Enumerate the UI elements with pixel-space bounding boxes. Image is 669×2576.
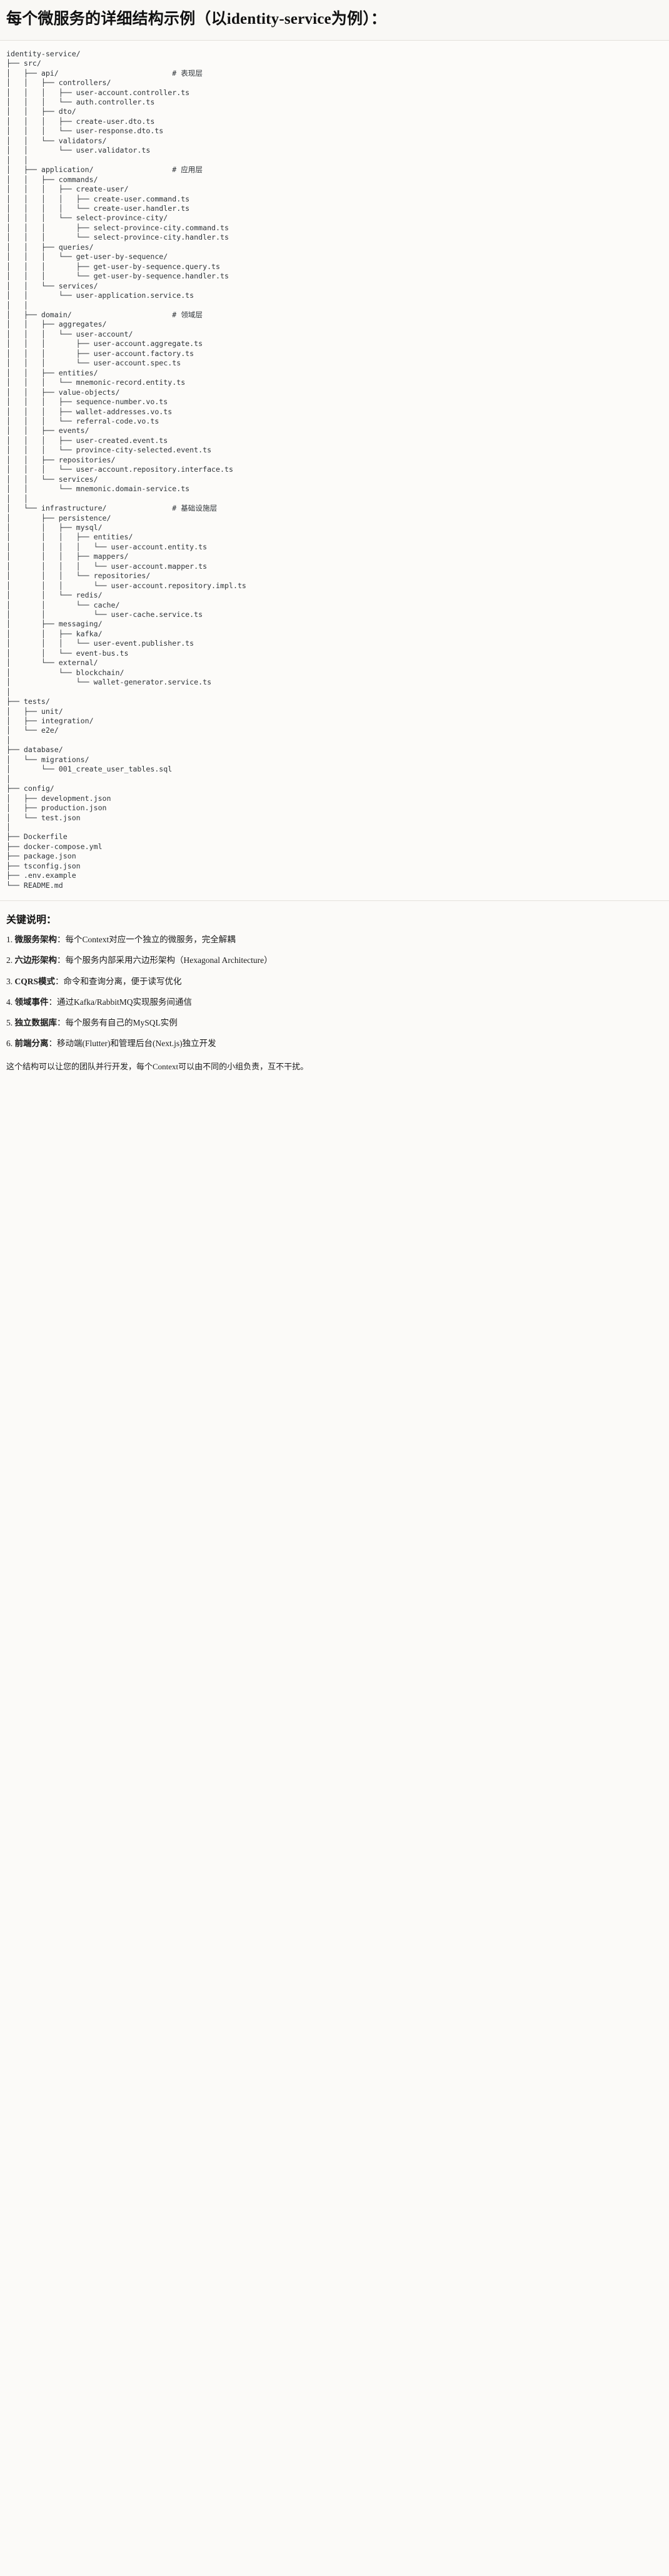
- note-desc: ：每个服务内部采用六边形架构（Hexagonal Architecture）: [57, 955, 273, 965]
- closing-paragraph: 这个结构可以让您的团队并行开发，每个Context可以由不同的小组负责，互不干扰…: [6, 1061, 309, 1071]
- note-desc: ：每个服务有自己的MySQL实例: [57, 1018, 178, 1028]
- directory-tree-block: identity-service/ ├── src/ │ ├── api/ # …: [0, 40, 669, 901]
- list-item: 领域事件：通过Kafka/RabbitMQ实现服务间通信: [6, 996, 663, 1009]
- note-desc: ：每个Context对应一个独立的微服务，完全解耦: [57, 935, 236, 945]
- list-item: CQRS模式：命令和查询分离，便于读写优化: [6, 975, 663, 988]
- note-term: 前端分离: [14, 1039, 49, 1049]
- list-item: 独立数据库：每个服务有自己的MySQL实例: [6, 1017, 663, 1029]
- note-desc: ：命令和查询分离，便于读写优化: [55, 976, 182, 986]
- document-page: 每个微服务的详细结构示例（以identity-service为例）： ident…: [0, 0, 669, 1086]
- key-notes-section: 关键说明： 微服务架构：每个Context对应一个独立的微服务，完全解耦 六边形…: [0, 900, 669, 1086]
- note-desc: ：移动端(Flutter)和管理后台(Next.js)独立开发: [48, 1039, 216, 1049]
- note-term: 领域事件: [14, 997, 49, 1007]
- note-term: 独立数据库: [14, 1018, 58, 1028]
- key-notes-heading: 关键说明：: [6, 915, 57, 926]
- note-term: CQRS模式: [14, 976, 56, 986]
- list-item: 微服务架构：每个Context对应一个独立的微服务，完全解耦: [6, 934, 663, 946]
- list-item: 前端分离：移动端(Flutter)和管理后台(Next.js)独立开发: [6, 1037, 663, 1050]
- note-desc: ：通过Kafka/RabbitMQ实现服务间通信: [48, 997, 192, 1007]
- directory-tree: identity-service/ ├── src/ │ ├── api/ # …: [6, 49, 246, 890]
- key-notes-list: 微服务架构：每个Context对应一个独立的微服务，完全解耦 六边形架构：每个服…: [6, 934, 663, 1051]
- page-title: 每个微服务的详细结构示例（以identity-service为例）：: [6, 11, 387, 28]
- note-term: 六边形架构: [14, 955, 58, 965]
- list-item: 六边形架构：每个服务内部采用六边形架构（Hexagonal Architectu…: [6, 954, 663, 967]
- document-header: 每个微服务的详细结构示例（以identity-service为例）：: [0, 0, 669, 41]
- note-term: 微服务架构: [14, 935, 58, 945]
